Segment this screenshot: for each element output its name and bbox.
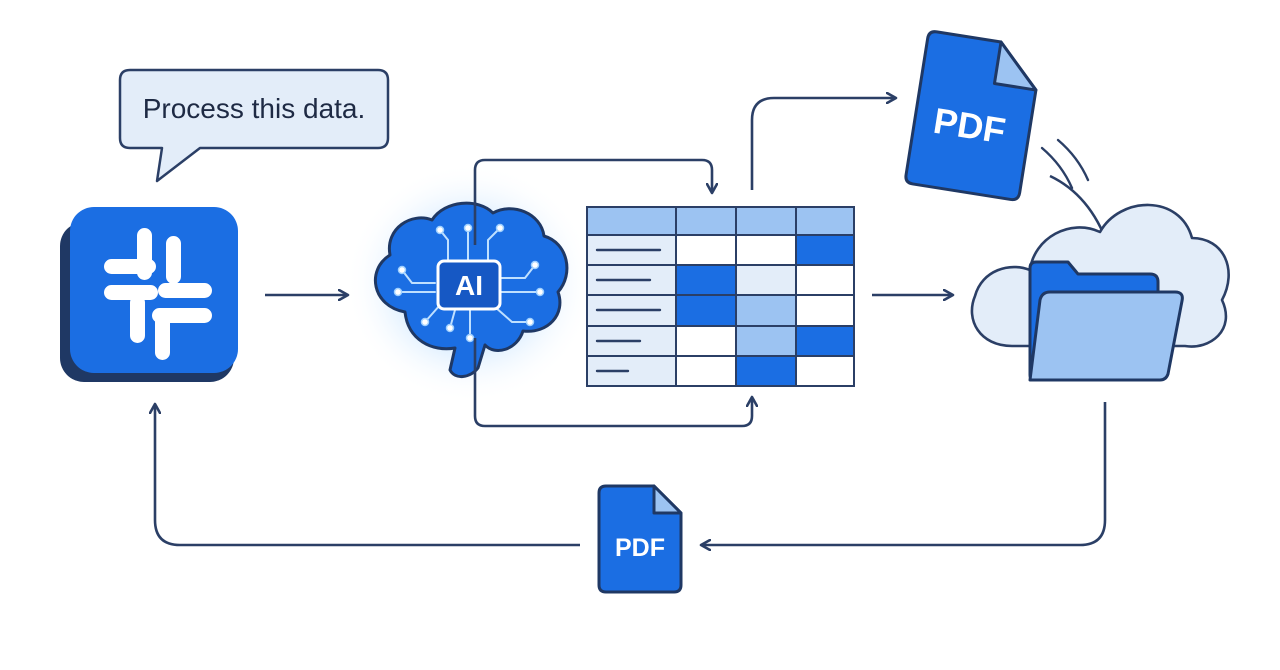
arrow-pdf-to-app <box>155 405 580 547</box>
chat-bubble: Process this data. <box>118 68 390 183</box>
pdf-file-icon: PDF <box>904 30 1038 202</box>
motion-lines <box>1040 138 1090 190</box>
pdf-return-file-icon: PDF <box>597 484 683 594</box>
arrow-ai-to-table-top <box>473 158 712 245</box>
chat-bubble-text: Process this data. <box>143 93 366 124</box>
ai-brain-icon: AI <box>345 163 595 403</box>
arrow-table-to-pdf <box>750 98 895 190</box>
cloud-folder-icon <box>970 203 1230 382</box>
pdf-return-label: PDF <box>615 534 665 562</box>
ai-chip-label: AI <box>455 270 483 301</box>
slack-logo-icon <box>60 207 238 382</box>
arrow-cloud-to-pdf <box>702 402 1107 545</box>
spreadsheet-table-icon <box>586 206 855 387</box>
arrow-ai-to-table-bottom <box>473 338 752 428</box>
